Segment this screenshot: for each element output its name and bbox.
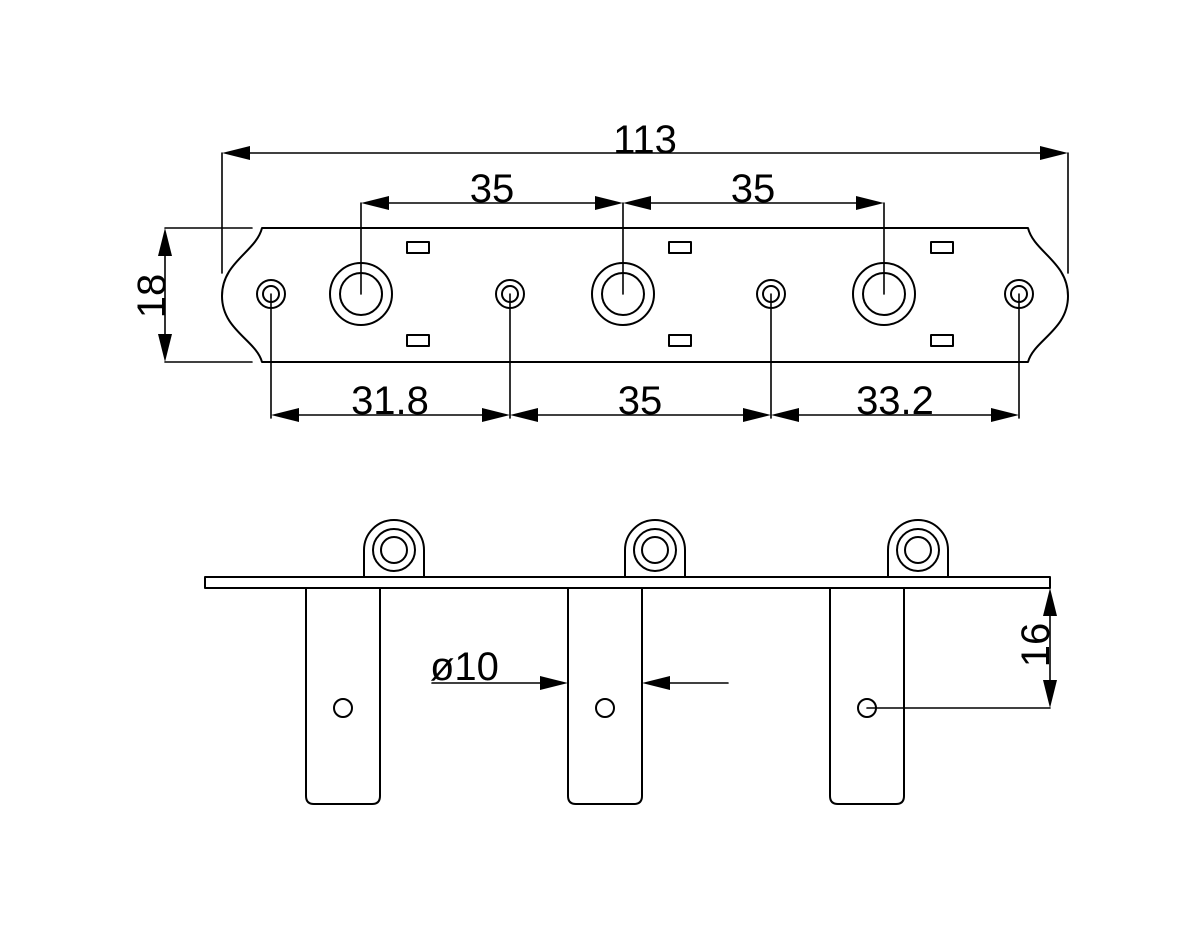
bushing-1 — [363, 519, 425, 578]
top-view: 113 35 35 18 — [130, 118, 1069, 423]
dimension-post-spacing-right-label: 35 — [731, 167, 776, 211]
dimension-overall-width-label: 113 — [613, 118, 677, 162]
dimension-shaft-diameter: ø10 — [430, 645, 729, 690]
mounting-slots — [406, 241, 954, 347]
shaft-2 — [567, 587, 643, 805]
shaft-3 — [829, 587, 905, 805]
dimension-shaft-hole-depth-label: 16 — [1014, 623, 1058, 668]
dimension-shaft-diameter-label: ø10 — [430, 645, 499, 689]
dimension-screw-spacing-right-label: 33.2 — [856, 379, 934, 423]
side-view: ø10 16 — [204, 519, 1058, 805]
shaft-1 — [305, 587, 381, 805]
side-plate — [204, 576, 1051, 589]
dimension-screw-spacing-left-label: 31.8 — [351, 379, 429, 423]
dimension-post-spacing-right: 35 — [623, 167, 885, 295]
dimension-post-spacing-left-label: 35 — [470, 167, 515, 211]
top-plate-outline — [221, 227, 1069, 363]
dimension-post-spacing-left: 35 — [360, 167, 624, 295]
dimension-plate-height-label: 18 — [130, 274, 174, 319]
dimension-overall-width: 113 — [221, 118, 1069, 274]
bushing-2 — [624, 519, 686, 578]
dimension-plate-height: 18 — [130, 227, 253, 363]
dimension-shaft-hole-depth: 16 — [866, 588, 1058, 709]
dimension-screw-spacing-middle-label: 35 — [618, 379, 663, 423]
dimension-screw-spacings: 31.8 35 33.2 — [270, 293, 1020, 423]
bushing-3 — [887, 519, 949, 578]
